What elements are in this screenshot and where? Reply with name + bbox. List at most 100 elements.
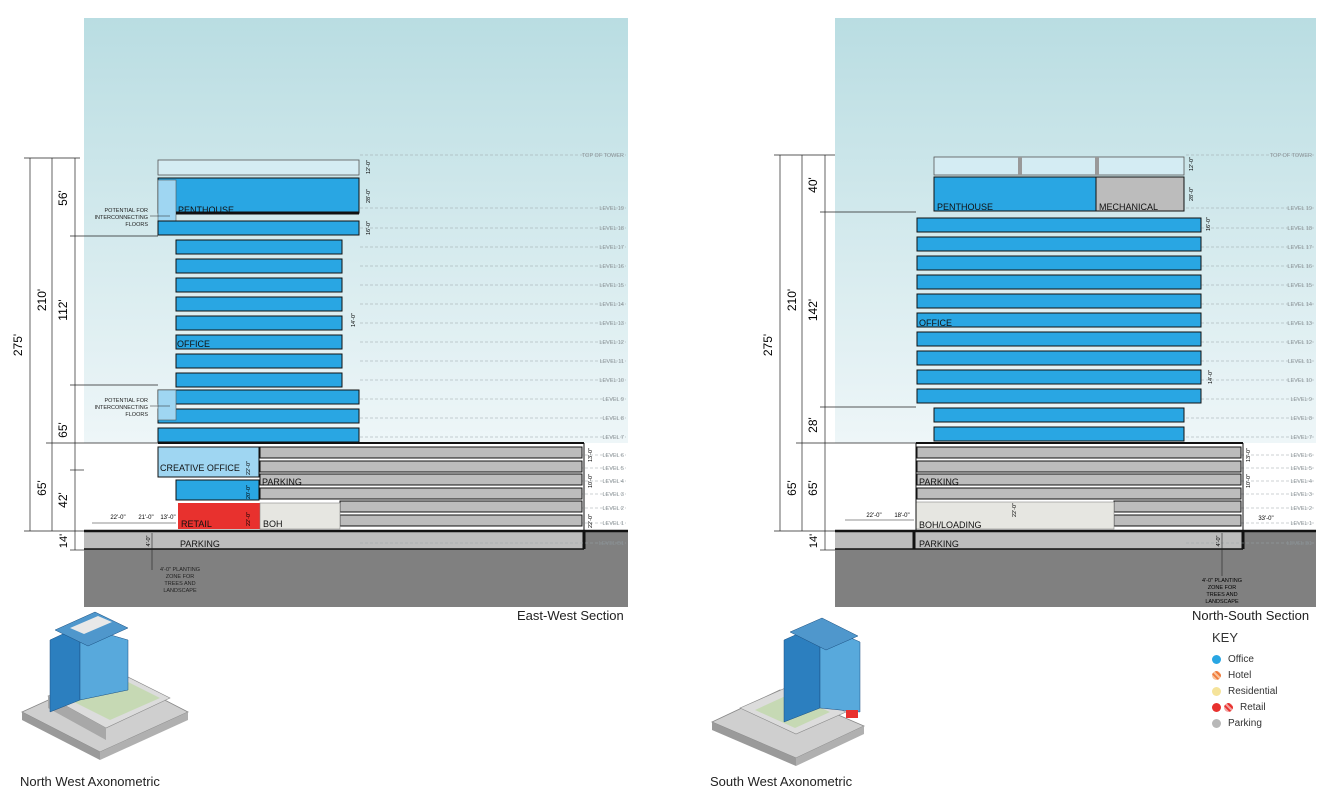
legend-label: Hotel xyxy=(1228,669,1252,681)
office-floor xyxy=(916,312,1202,328)
retail-swatch xyxy=(1212,702,1221,712)
office-floor xyxy=(916,350,1202,366)
level-label: LEVEL 1 xyxy=(1290,521,1312,527)
east-west-caption: East-West Section xyxy=(517,608,624,623)
level-label: LEVEL 4 xyxy=(1290,479,1312,485)
office-floor xyxy=(175,258,343,274)
parking-deck xyxy=(916,446,1242,459)
level-label: LEVEL 7 xyxy=(1290,435,1312,441)
dim-small-j: 12'-0" xyxy=(366,160,372,174)
legend-label: Office xyxy=(1228,653,1254,665)
potential-note-1-line1: POTENTIAL FOR xyxy=(105,208,149,214)
dim-small-k: 4'-0" xyxy=(1216,535,1222,546)
penthouse-label: PENTHOUSE xyxy=(937,202,993,212)
level-label: LEVEL 2 xyxy=(1290,506,1312,512)
dim-small-k: 13'-0" xyxy=(588,448,594,462)
legend-item-retail: Retail xyxy=(1212,699,1277,715)
parking-garage xyxy=(916,446,1242,527)
level-label: LEVEL 17 xyxy=(1287,245,1312,251)
legend-item-hotel: Hotel xyxy=(1212,667,1277,683)
potential-note-2-line2: INTERCONNECTING xyxy=(95,405,148,411)
office-floor xyxy=(157,389,360,405)
parking-label: PARKING xyxy=(919,477,959,487)
planting-note-line2: ZONE FOR xyxy=(166,574,194,580)
level-label: LEVEL 15 xyxy=(599,283,624,289)
sky xyxy=(835,18,1316,443)
legend-label: Retail xyxy=(1240,701,1266,713)
dim-small-l: 10'-0" xyxy=(588,474,594,488)
parking-deck xyxy=(916,487,1242,500)
dim-14: 14' xyxy=(58,534,70,548)
dim-small-d: 22'-0" xyxy=(246,461,252,475)
office-floor xyxy=(157,427,360,443)
level-label: LEVEL 3 xyxy=(1290,492,1312,498)
legend-label: Parking xyxy=(1228,717,1262,729)
office-floor xyxy=(916,388,1202,404)
dim-small-j: 12'-0" xyxy=(1189,157,1195,171)
parking-deck xyxy=(1113,514,1242,527)
parking-deck xyxy=(259,460,583,473)
level-label: LEVEL 8 xyxy=(1290,416,1312,422)
parking-deck xyxy=(259,487,583,500)
level-label: LEVEL 10 xyxy=(599,378,624,384)
office-floor xyxy=(175,353,343,369)
dim-small-c: 22'-0" xyxy=(1012,503,1018,517)
level-label: TOP OF TOWER xyxy=(1270,153,1312,159)
dim-small-c: 13'-0" xyxy=(160,515,175,521)
dim-small-a: 22'-0" xyxy=(110,515,125,521)
level-label: LEVEL 10 xyxy=(1287,378,1312,384)
retail-block xyxy=(178,503,260,529)
hotel-swatch xyxy=(1212,670,1221,680)
level-label: LEVEL 11 xyxy=(1288,359,1312,365)
office-floor xyxy=(916,274,1202,290)
office-floor xyxy=(175,372,343,388)
level-label: LEVEL B1 xyxy=(599,541,624,547)
level-label: LEVEL 19 xyxy=(1287,206,1312,212)
planting-note-line1: 4'-0" PLANTING xyxy=(160,567,200,573)
legend: KEY Office Hotel Residential Retail Park… xyxy=(1212,630,1277,731)
dim-small-e: 14'-0" xyxy=(1208,370,1214,384)
office-floor xyxy=(175,239,343,255)
north-west-axonometric-caption: North West Axonometric xyxy=(20,774,160,789)
office-floors xyxy=(916,217,1202,442)
planting-note-line3: TREES AND xyxy=(164,581,195,587)
parking-deck xyxy=(916,460,1242,473)
dim-65-inner: 65' xyxy=(806,480,820,496)
planting-note-line4: LANDSCAPE xyxy=(1205,599,1239,605)
level-label: LEVEL 1 xyxy=(602,521,624,527)
dim-small-n: 4'-0" xyxy=(146,535,152,546)
retail-label: RETAIL xyxy=(181,519,212,529)
office-floor xyxy=(916,293,1202,309)
level-label: LEVEL 11 xyxy=(600,359,624,365)
level-label: LEVEL 9 xyxy=(1290,397,1312,403)
level-label: LEVEL 9 xyxy=(602,397,624,403)
office-floor xyxy=(916,369,1202,385)
office-swatch xyxy=(1212,654,1221,664)
office-floor xyxy=(916,236,1202,252)
retail-swatch-hatched xyxy=(1224,702,1233,712)
office-floor xyxy=(916,217,1202,233)
dim-28: 28' xyxy=(806,417,820,433)
level-label: LEVEL 15 xyxy=(1287,283,1312,289)
legend-label: Residential xyxy=(1228,685,1278,697)
dim-40: 40' xyxy=(806,177,820,193)
level-label: LEVEL 16 xyxy=(599,264,624,270)
office-label: OFFICE xyxy=(919,318,952,328)
dim-210: 210' xyxy=(785,289,799,311)
dim-small-i: 10'-0" xyxy=(1246,474,1252,488)
level-label: LEVEL 12 xyxy=(599,340,624,346)
parking-deck xyxy=(259,473,583,486)
dim-small-f: 28'-0" xyxy=(1189,187,1195,201)
level-label: LEVEL 5 xyxy=(602,466,624,472)
level-label: LEVEL 12 xyxy=(1287,340,1312,346)
level-label: LEVEL 16 xyxy=(1287,264,1312,270)
legend-item-office: Office xyxy=(1212,651,1277,667)
south-west-axonometric xyxy=(711,617,865,766)
office-floor xyxy=(916,331,1202,347)
level-label: LEVEL 14 xyxy=(599,302,624,308)
legend-title: KEY xyxy=(1212,630,1239,645)
parking-deck xyxy=(339,514,583,527)
dim-small-h: 28'-0" xyxy=(366,189,372,203)
level-label: LEVEL 14 xyxy=(1287,302,1312,308)
level-label: LEVEL 6 xyxy=(602,453,624,459)
